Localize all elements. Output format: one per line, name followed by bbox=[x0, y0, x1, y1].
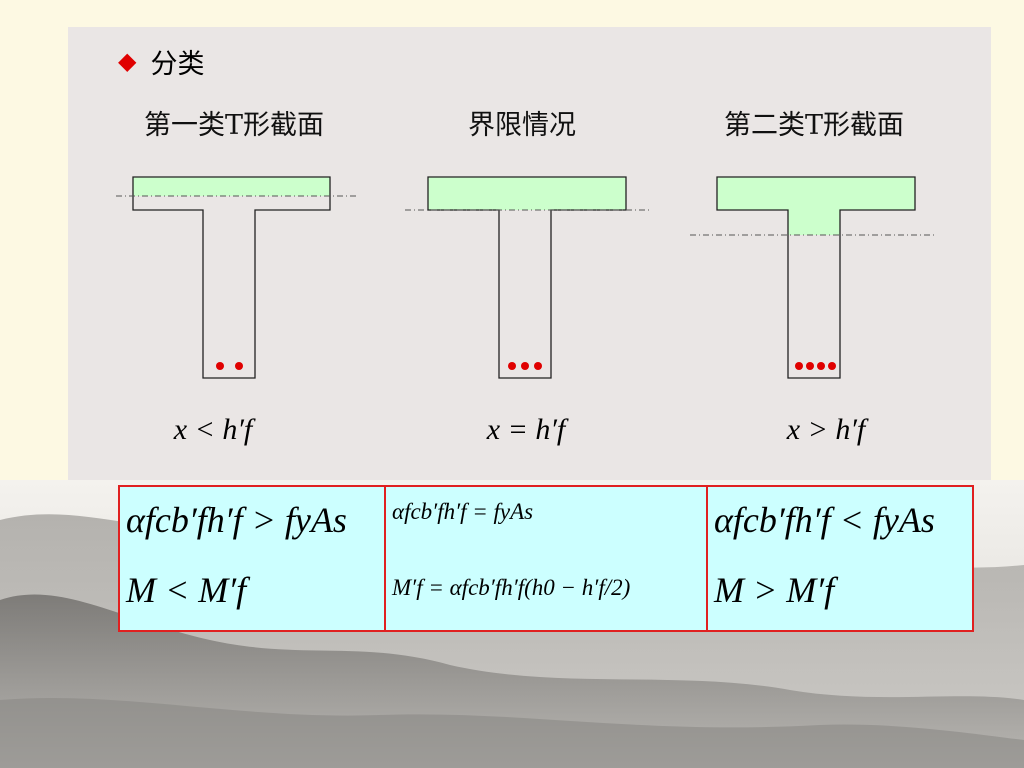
rebar-dot bbox=[828, 362, 836, 370]
case2-formula-line1: αfcb′fh′f = fyAs bbox=[392, 499, 534, 524]
case3-formula-box: αfcb′fh′f < fyAs M > M′f bbox=[706, 485, 974, 632]
case2-formula-box: αfcb′fh′f = fyAs M′f = αfcb′fh′f(h0 − h′… bbox=[384, 485, 708, 632]
case3-label: 第二类T形截面 bbox=[723, 110, 905, 141]
rebar-dot bbox=[806, 362, 814, 370]
case1-t-section bbox=[116, 176, 357, 379]
case3-t-section bbox=[690, 176, 934, 379]
rebar-dot bbox=[817, 362, 825, 370]
rebar-dot bbox=[235, 362, 243, 370]
rebar-dot bbox=[216, 362, 224, 370]
case1-formula-line2: M < M′f bbox=[126, 570, 247, 610]
case1-label: 第一类T形截面 bbox=[143, 110, 325, 141]
rebar-dot bbox=[795, 362, 803, 370]
case3-condition: x > h′f bbox=[786, 413, 866, 446]
diamond-bullet-icon: ◆ bbox=[118, 47, 137, 75]
rebar-dot bbox=[521, 362, 529, 370]
rebar-dot bbox=[508, 362, 516, 370]
case1-formula-line1: αfcb′fh′f > fyAs bbox=[126, 500, 347, 540]
case3-formula-line1: αfcb′fh′f < fyAs bbox=[714, 500, 935, 540]
section-heading: ◆ 分类 bbox=[118, 43, 205, 80]
case3-formula-line2: M > M′f bbox=[714, 570, 835, 610]
case2-condition: x = h′f bbox=[486, 413, 566, 446]
case1-condition: x < h′f bbox=[173, 413, 253, 446]
rebar-dot bbox=[534, 362, 542, 370]
case1-formula-box: αfcb′fh′f > fyAs M < M′f bbox=[118, 485, 386, 632]
case2-t-section bbox=[405, 176, 650, 379]
t-section-diagrams bbox=[116, 176, 934, 379]
case2-formula-line2: M′f = αfcb′fh′f(h0 − h′f/2) bbox=[392, 575, 631, 600]
section-title: 分类 bbox=[150, 48, 205, 80]
case2-label: 界限情况 bbox=[468, 110, 576, 141]
content-panel bbox=[68, 27, 991, 480]
